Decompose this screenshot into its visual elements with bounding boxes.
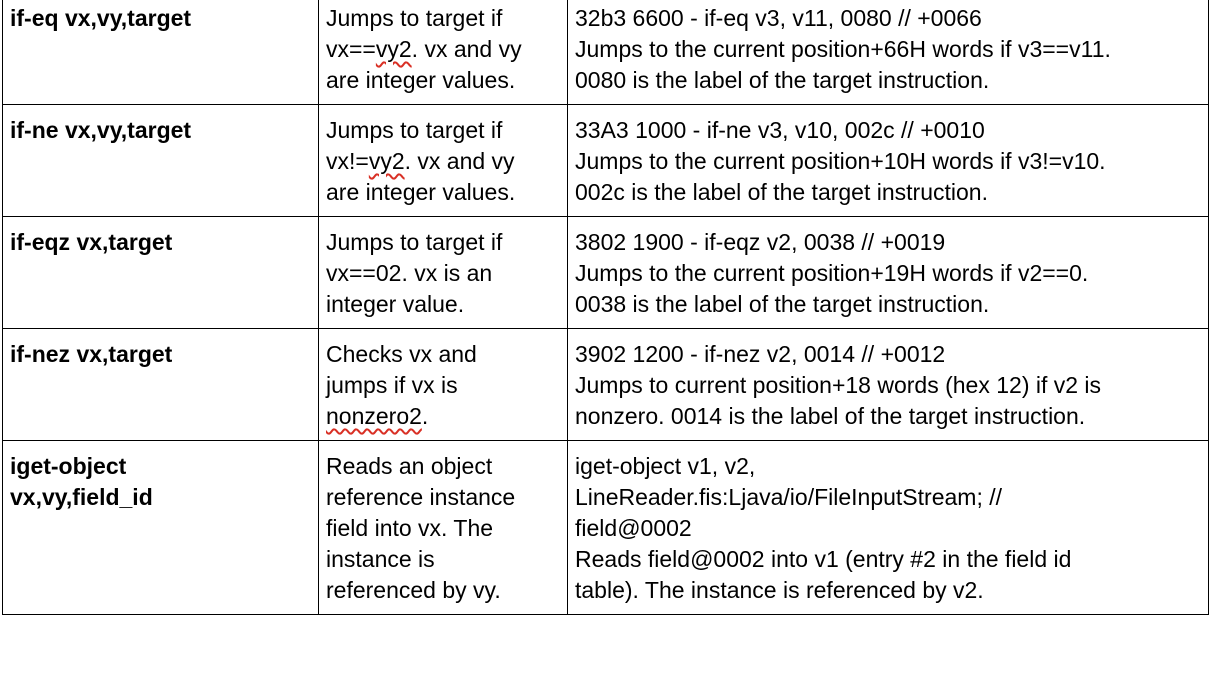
description-text: Jumps to target if: [326, 5, 503, 31]
description-cell: Reads an object reference instance field i…: [318, 440, 568, 615]
opcode-text: if-eqz vx,target: [10, 229, 173, 255]
example-line: 3902 1200 - if-nez v2, 0014 // +0012: [575, 341, 946, 367]
opcode-text: iget-object: [10, 453, 127, 479]
example-line: nonzero. 0014 is the label of the target…: [575, 403, 1086, 429]
table-row: if-nez vx,target Checks vx and jumps if vx…: [2, 328, 1209, 441]
description-text: . vx and vy: [404, 148, 515, 174]
example-line: 32b3 6600 - if-eq v3, v11, 0080 // +0066: [575, 5, 982, 31]
example-line: field@0002: [575, 515, 692, 541]
description-text: vx==: [326, 36, 376, 62]
example-line: Jumps to the current position+19H words …: [575, 260, 1089, 286]
description-line: instance is: [326, 544, 559, 575]
example-line: 0038 is the label of the target instruct…: [575, 291, 990, 317]
description-line: jumps if vx is: [326, 370, 559, 401]
description-line: reference instance: [326, 482, 559, 513]
description-text: instance is: [326, 546, 435, 572]
opcode-text: if-nez vx,target: [10, 341, 173, 367]
example-line: Reads field@0002 into v1 (entry #2 in th…: [575, 546, 1072, 572]
table-row: iget-object vx,vy,field_id Reads an object…: [2, 440, 1209, 615]
description-text: Jumps to target if: [326, 229, 503, 255]
description-text: field into vx. The: [326, 515, 494, 541]
description-line: Jumps to target if: [326, 3, 559, 34]
opcode-text: if-ne vx,vy,target: [10, 117, 192, 143]
example-line: Jumps to the current position+66H words …: [575, 36, 1111, 62]
description-text: jumps if vx is: [326, 372, 458, 398]
description-line: vx!=vy2. vx and vy: [326, 146, 559, 177]
opcode-cell: iget-object vx,vy,field_id: [2, 440, 319, 615]
description-text: vx!=: [326, 148, 369, 174]
example-line: 0080 is the label of the target instruct…: [575, 67, 990, 93]
description-text: are integer values.: [326, 179, 516, 205]
description-text: . vx and vy: [411, 36, 522, 62]
example-line: LineReader.fis:Ljava/io/FileInputStream;…: [575, 484, 1003, 510]
opcode-text: if-eq vx,vy,target: [10, 5, 192, 31]
spellcheck-marked-text: vy2: [375, 36, 412, 62]
description-line: field into vx. The: [326, 513, 559, 544]
description-text: Reads an object: [326, 453, 493, 479]
example-cell: iget-object v1, v2, LineReader.fis:Ljava/…: [567, 440, 1209, 615]
description-line: are integer values.: [326, 65, 559, 96]
description-text: integer value.: [326, 291, 465, 317]
description-text: Checks vx and: [326, 341, 477, 367]
description-line: nonzero2.: [326, 401, 559, 432]
spellcheck-marked-text: vy2: [368, 148, 405, 174]
opcode-cell: if-eqz vx,target: [2, 216, 319, 329]
description-line: Jumps to target if: [326, 115, 559, 146]
description-cell: Jumps to target if vx==02. vx is an intege…: [318, 216, 568, 329]
description-cell: Checks vx and jumps if vx is nonzero2.: [318, 328, 568, 441]
description-line: referenced by vy.: [326, 575, 559, 606]
opcode-cell: if-ne vx,vy,target: [2, 104, 319, 217]
opcode-cell: if-eq vx,vy,target: [2, 0, 319, 105]
description-line: vx==vy2. vx and vy: [326, 34, 559, 65]
opcode-cell: if-nez vx,target: [2, 328, 319, 441]
description-text: .: [421, 403, 429, 429]
opcode-text: vx,vy,field_id: [10, 484, 153, 510]
example-line: table). The instance is referenced by v2…: [575, 577, 984, 603]
description-text: Jumps to target if: [326, 117, 503, 143]
description-text: reference instance: [326, 484, 516, 510]
description-line: vx==02. vx is an: [326, 258, 559, 289]
description-text: vx==02. vx is an: [326, 260, 493, 286]
example-cell: 32b3 6600 - if-eq v3, v11, 0080 // +0066…: [567, 0, 1209, 105]
description-line: Reads an object: [326, 451, 559, 482]
example-line: Jumps to current position+18 words (hex …: [575, 372, 1102, 398]
example-line: 33A3 1000 - if-ne v3, v10, 002c // +0010: [575, 117, 985, 143]
spellcheck-marked-text: nonzero2: [326, 403, 422, 429]
description-text: are integer values.: [326, 67, 516, 93]
description-line: Jumps to target if: [326, 227, 559, 258]
description-line: are integer values.: [326, 177, 559, 208]
example-line: 002c is the label of the target instruct…: [575, 179, 988, 205]
example-line: 3802 1900 - if-eqz v2, 0038 // +0019: [575, 229, 946, 255]
table-row: if-ne vx,vy,target Jumps to target if vx!=…: [2, 104, 1209, 217]
example-cell: 33A3 1000 - if-ne v3, v10, 002c // +0010…: [567, 104, 1209, 217]
example-line: Jumps to the current position+10H words …: [575, 148, 1106, 174]
example-line: iget-object v1, v2,: [575, 453, 756, 479]
description-line: integer value.: [326, 289, 559, 320]
table-row: if-eqz vx,target Jumps to target if vx==02…: [2, 216, 1209, 329]
description-line: Checks vx and: [326, 339, 559, 370]
description-text: referenced by vy.: [326, 577, 501, 603]
table-row: if-eq vx,vy,target Jumps to target if vx==…: [2, 0, 1209, 105]
